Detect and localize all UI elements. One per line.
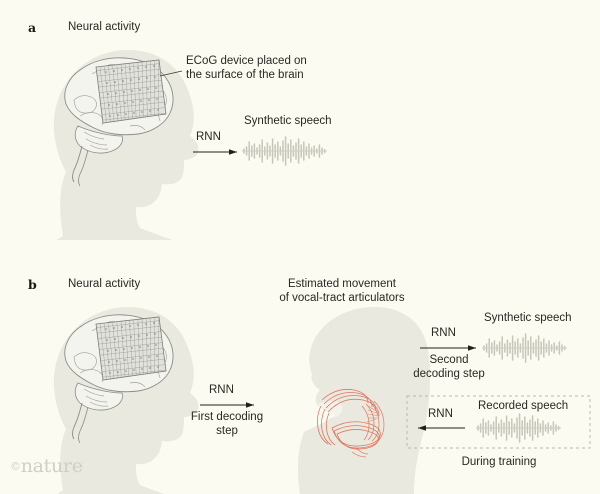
panel-a-letter: a xyxy=(28,20,37,35)
nature-watermark: ©nature xyxy=(10,455,83,477)
panel-b-first-step-label: First decoding step xyxy=(190,411,264,437)
panel-b-recorded-waveform xyxy=(476,413,561,443)
copyright-symbol: © xyxy=(10,460,21,473)
panel-b-training-rnn-label: RNN xyxy=(428,408,453,420)
panel-b-letter: b xyxy=(28,277,37,292)
ecog-callout-text: ECoG device placed on the surface of the… xyxy=(186,55,307,81)
panel-b-first-rnn-label: RNN xyxy=(209,384,234,396)
panel-a-output-title: Synthetic speech xyxy=(244,115,332,127)
panel-a-title: Neural activity xyxy=(68,21,141,33)
panel-b-training-arrow xyxy=(418,425,465,431)
panel-b-first-arrow xyxy=(200,402,254,408)
nature-wordmark: nature xyxy=(20,455,83,477)
ecog-grid xyxy=(95,316,167,381)
panel-b-output-title: Synthetic speech xyxy=(484,312,572,324)
panel-b-title: Neural activity xyxy=(68,278,141,290)
panel-b-middle-title: Estimated movement of vocal-tract articu… xyxy=(279,278,405,304)
ecog-grid xyxy=(95,59,167,124)
panel-a-rnn-label: RNN xyxy=(196,131,221,143)
panel-b-training-title: Recorded speech xyxy=(478,400,569,412)
panel-b-second-rnn-label: RNN xyxy=(431,327,456,339)
vocal-tract-articulators xyxy=(317,389,385,458)
panel-b-training-caption: During training xyxy=(461,456,537,468)
callout-leader-line xyxy=(159,70,183,77)
training-dashed-box xyxy=(406,395,591,449)
panel-b-second-step-label: Second decoding step xyxy=(413,354,485,380)
panel-a-arrow xyxy=(193,149,237,155)
panel-a-waveform xyxy=(242,136,327,166)
panel-b-second-arrow xyxy=(420,345,476,351)
panel-b-synthetic-waveform xyxy=(482,333,567,363)
panel-b-brain xyxy=(64,314,174,444)
panel-a-brain xyxy=(64,57,183,187)
